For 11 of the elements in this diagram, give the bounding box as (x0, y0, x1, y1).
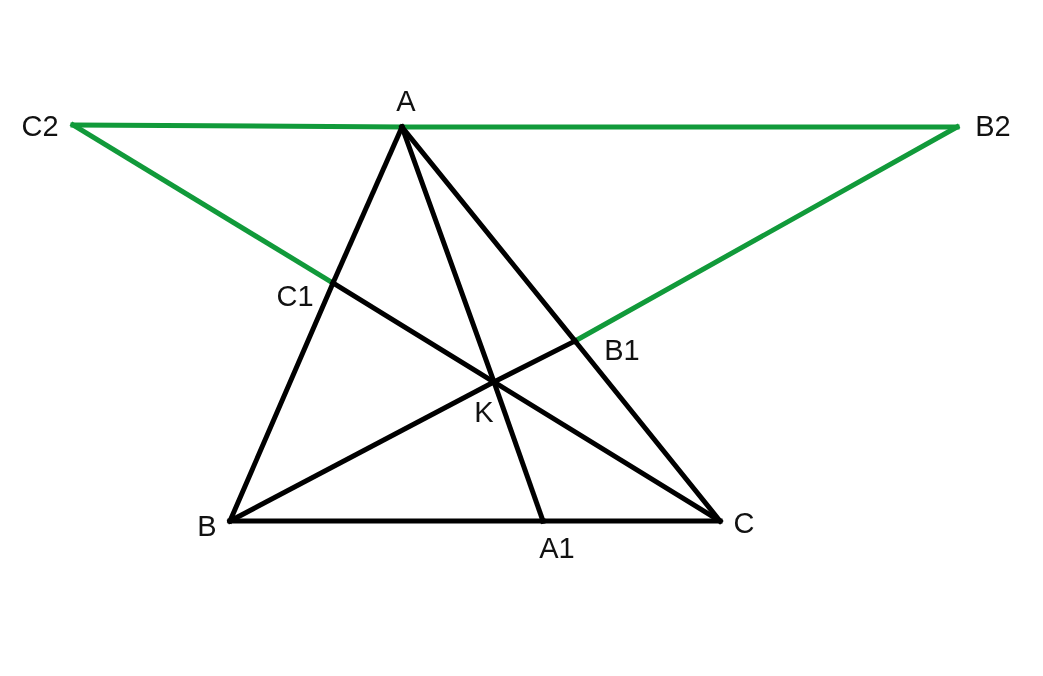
point-label: C2 (21, 111, 59, 141)
point-label: K (474, 397, 494, 427)
line-segment (227, 280, 336, 524)
point-label: A (396, 86, 416, 116)
point-label: A1 (539, 533, 575, 563)
point-label: C1 (276, 281, 314, 311)
line-segment (540, 518, 723, 524)
point-label: B (197, 511, 217, 541)
point-label: C (733, 508, 755, 538)
point-label: B2 (975, 111, 1011, 141)
point-label: B1 (604, 335, 640, 365)
